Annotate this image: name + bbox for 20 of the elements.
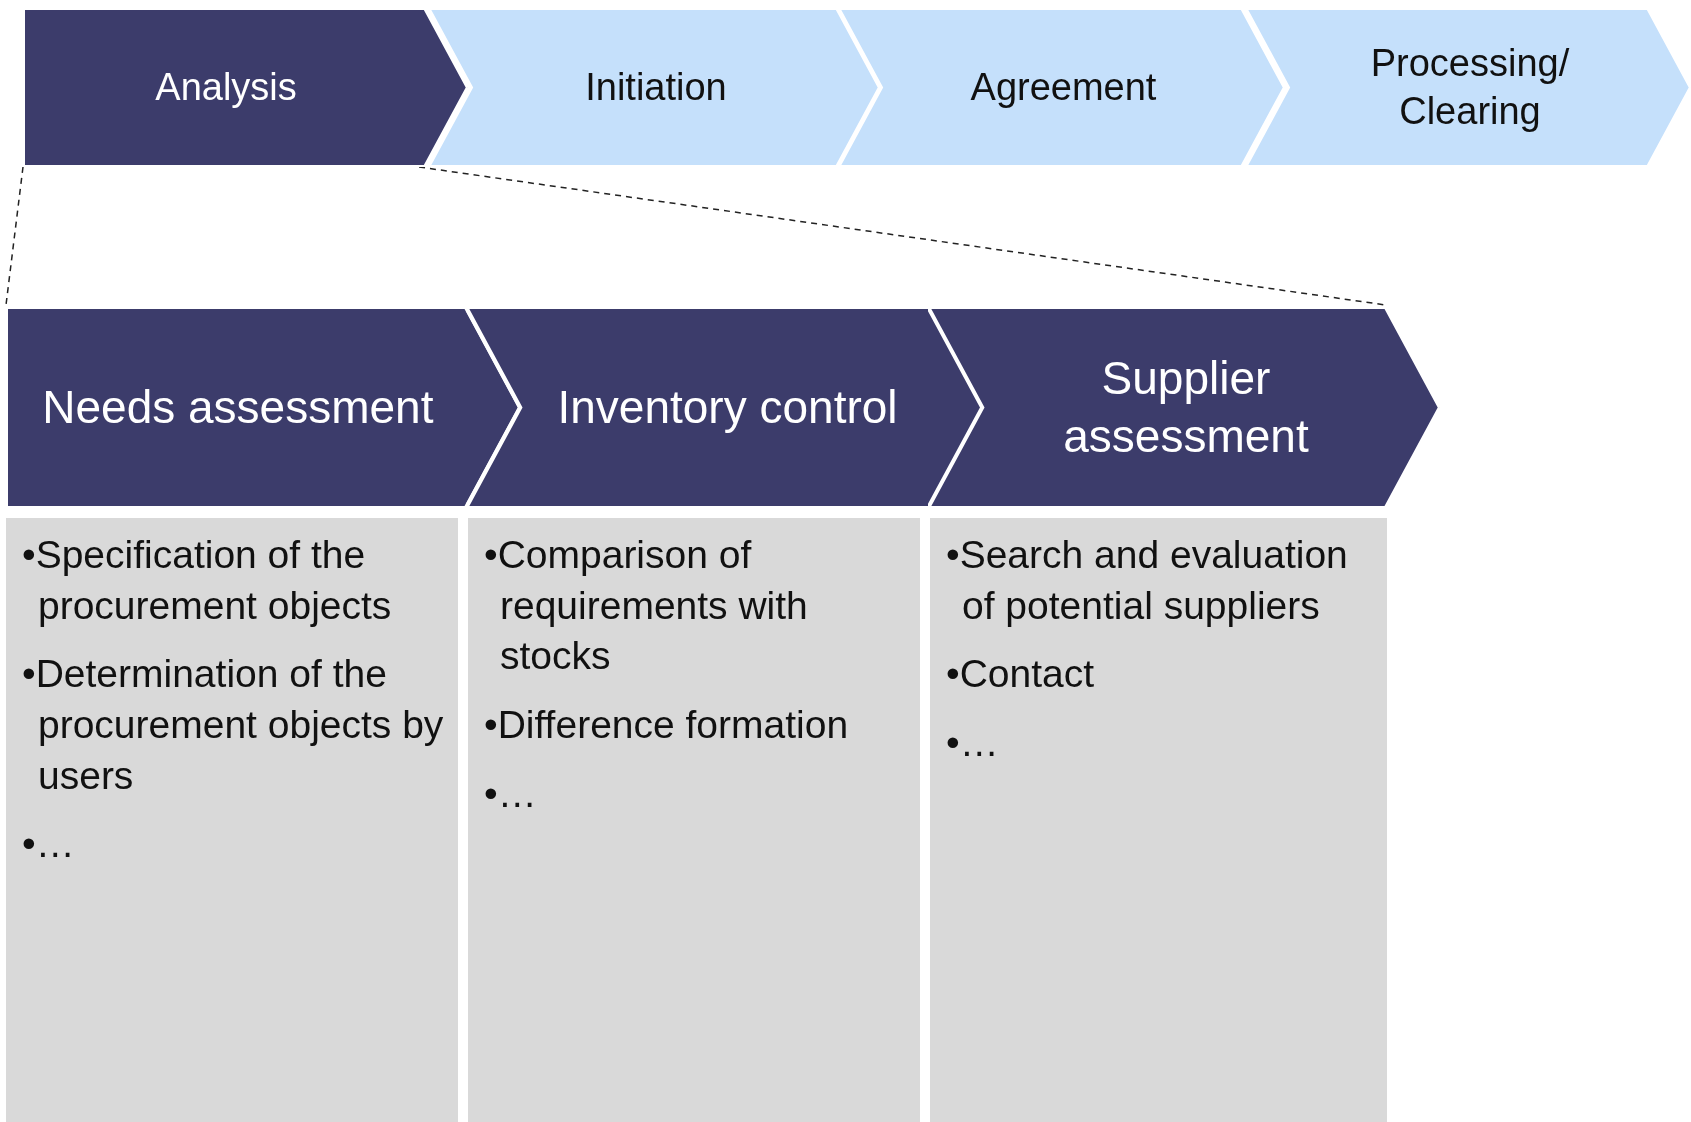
content-panel: [468, 518, 920, 1122]
step-title: Processing/ Clearing: [1369, 41, 1571, 134]
step-title: Supplier assessment: [1062, 351, 1310, 464]
content-panel: [930, 518, 1387, 1122]
step-title: Needs assessment: [42, 379, 434, 435]
step-title: Inventory control: [557, 379, 898, 435]
bullet-item: •Determination of the procurement objects by users: [22, 651, 445, 799]
zoom-connector-line: [5, 166, 24, 306]
bullet-item: •…: [484, 770, 538, 817]
bullet-item: •…: [22, 821, 76, 868]
step-title: Initiation: [585, 64, 727, 110]
step-title: Agreement: [970, 64, 1157, 110]
bullet-item: •…: [946, 720, 1000, 767]
content-panel: [6, 518, 458, 1122]
bullet-item: •Contact: [946, 651, 1096, 698]
bullet-item: •Specification of the procurement objects: [22, 532, 393, 629]
bullet-item: •Difference formation: [484, 702, 850, 749]
bullet-item: •Search and evaluation of potential suppliers: [946, 532, 1349, 629]
bullet-item: •Comparison of requirements with stocks: [484, 532, 809, 680]
step-title: Analysis: [155, 64, 297, 110]
